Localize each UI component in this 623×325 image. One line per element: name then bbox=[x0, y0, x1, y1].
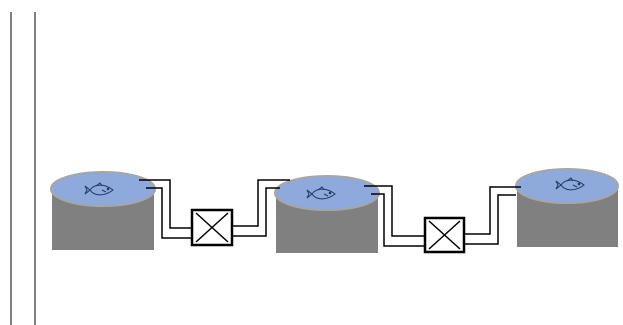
pipe-tank2-to-filter2 bbox=[364, 185, 425, 247]
tank bbox=[50, 171, 156, 250]
tank-water-surface bbox=[515, 168, 619, 204]
x-box-icon bbox=[428, 220, 461, 250]
x-box-icon bbox=[195, 212, 229, 243]
fish-icon bbox=[306, 186, 336, 200]
tank bbox=[515, 168, 619, 247]
fish-icon bbox=[555, 177, 585, 191]
tank bbox=[274, 175, 380, 253]
pipe-tank1-to-filter1 bbox=[139, 179, 192, 239]
filter bbox=[423, 216, 466, 254]
filter bbox=[190, 208, 234, 247]
wall bbox=[10, 12, 36, 325]
pipe-filter1-to-tank2 bbox=[232, 179, 290, 237]
tank-water-surface bbox=[50, 171, 156, 207]
pipe-filter2-to-tank3 bbox=[464, 186, 521, 245]
fish-icon bbox=[84, 182, 114, 196]
tank-water-surface bbox=[274, 175, 380, 211]
